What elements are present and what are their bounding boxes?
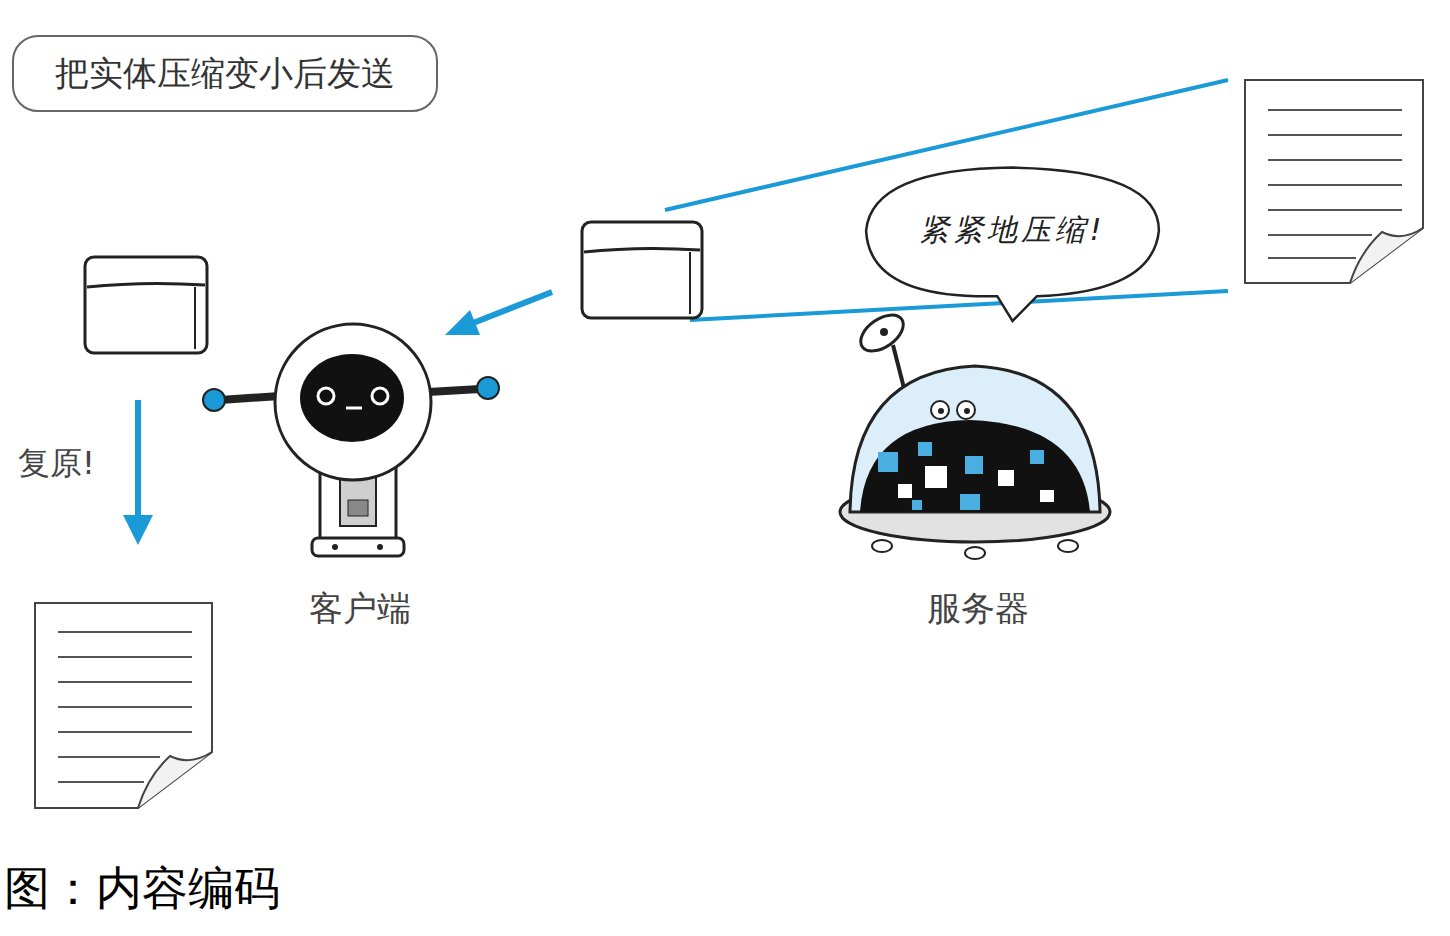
client-robot-part [332, 544, 338, 550]
title-box: 把实体压缩变小后发送 [12, 35, 438, 112]
document-icon-part-part [58, 706, 192, 708]
client-label: 客户端 [309, 586, 411, 632]
server-robot-part [965, 547, 985, 559]
document-icon-part [1350, 228, 1423, 283]
client-robot [203, 324, 499, 556]
bubble-text: 紧紧地压缩! [919, 210, 1105, 251]
server-robot-part-part [965, 456, 983, 474]
document-icon-part-part [1268, 257, 1356, 259]
server-robot-part [854, 308, 909, 358]
client-robot-part [312, 538, 404, 556]
document-icon [1245, 80, 1423, 283]
document-icon-part-part [1268, 134, 1402, 136]
compressed-box-part [85, 257, 207, 353]
server-robot-part [850, 366, 1100, 512]
document-icon-part [35, 603, 212, 808]
client-robot-part [203, 389, 225, 411]
server-robot-part-part [878, 452, 898, 472]
document-icon-part-part [1268, 109, 1402, 111]
client-robot-part [300, 354, 404, 442]
client-robot-part [372, 388, 388, 404]
figure-caption: 图：内容编码 [4, 858, 280, 920]
document-icon-part-part [58, 656, 192, 658]
server-robot-part-part [918, 442, 932, 456]
server-robot-part [931, 401, 949, 419]
server-robot-part-part [998, 470, 1014, 486]
compressed-box-part [87, 283, 205, 287]
client-robot-part [318, 388, 334, 404]
server-robot [840, 308, 1110, 559]
restore-arrow [123, 400, 153, 545]
client-robot-part [346, 407, 362, 410]
document-icon-part-part [1268, 184, 1402, 186]
server-robot-part [872, 540, 892, 552]
client-robot-part [477, 377, 499, 399]
server-label: 服务器 [927, 586, 1029, 632]
client-robot-part [220, 396, 280, 400]
compressed-box-part [689, 252, 691, 314]
document-icon-part-part [58, 731, 192, 733]
server-robot-part-part [898, 484, 912, 498]
document-icon-part-part [58, 756, 160, 758]
document-icon-part [1268, 110, 1402, 258]
document-icon-part-part [58, 681, 192, 683]
server-robot-part-part [912, 500, 922, 510]
restore-label: 复原! [18, 442, 95, 486]
document-icon-part-part [58, 781, 144, 783]
restore-arrow-part [135, 400, 141, 520]
server-robot-part [880, 328, 888, 336]
server-robot-part [964, 408, 970, 414]
server-robot-part [878, 442, 1054, 510]
compressed-box-part [582, 222, 702, 318]
document-icon-part [1245, 80, 1423, 283]
compressed-box-part [194, 287, 196, 349]
document-icon-part-part [1268, 159, 1402, 161]
send-arrow-part [468, 292, 552, 325]
server-robot-part-part [960, 494, 980, 510]
bubble-shape [866, 168, 1159, 321]
document-icon [35, 603, 212, 808]
projection-lines [665, 80, 1228, 320]
server-robot-part-part [925, 466, 947, 488]
compressed-box [85, 257, 207, 353]
server-robot-part-part [1030, 450, 1044, 464]
compressed-box [582, 222, 702, 318]
client-robot-part [377, 544, 383, 550]
server-robot-part-part [1040, 490, 1054, 502]
server-robot-part [893, 345, 905, 392]
document-icon-part-part [58, 631, 192, 633]
restore-arrow-part [123, 515, 153, 545]
server-robot-part [1058, 540, 1078, 552]
client-robot-part [348, 500, 368, 516]
box-text: 把实体压缩变小后发送 [55, 51, 395, 97]
client-robot-part [428, 389, 480, 392]
server-robot-part [957, 401, 975, 419]
client-robot-part [340, 476, 376, 526]
server-robot-part [938, 408, 944, 414]
document-icon-part [58, 632, 192, 782]
speech-bubble: 紧紧地压缩! [860, 165, 1165, 325]
client-robot-part [275, 324, 431, 480]
server-robot-part [860, 420, 1090, 512]
document-icon-part [138, 752, 212, 808]
document-icon-part-part [1268, 234, 1372, 236]
send-arrow-part [445, 310, 480, 335]
compressed-box-part [584, 248, 700, 252]
send-arrow [445, 292, 552, 335]
document-icon-part-part [1268, 209, 1402, 211]
